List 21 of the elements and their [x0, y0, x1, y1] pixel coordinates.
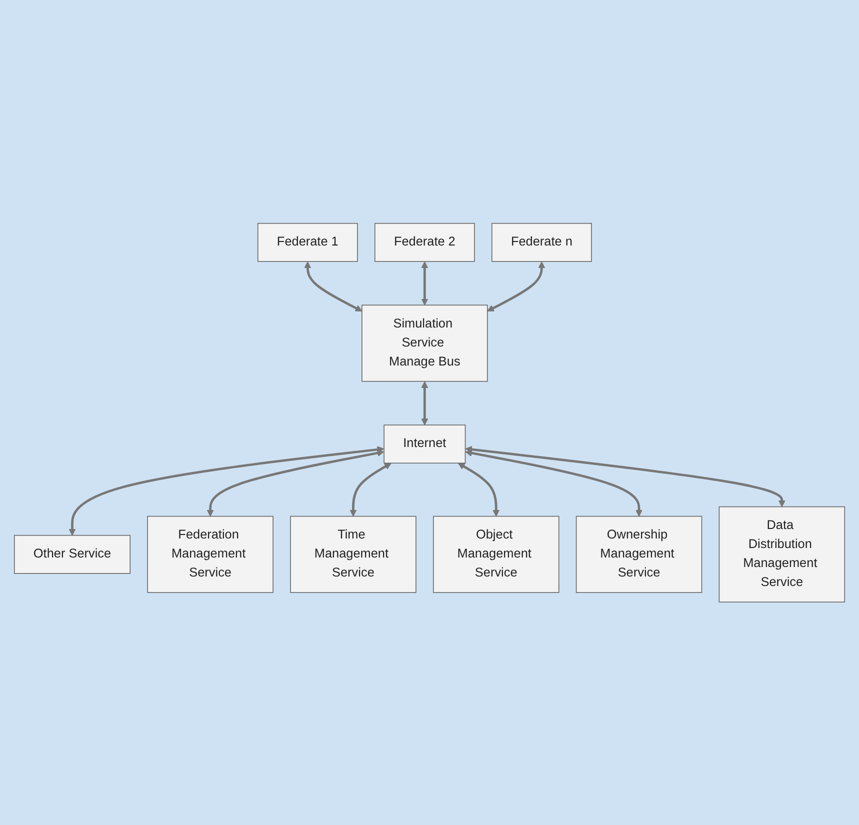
arrow	[206, 449, 384, 516]
node-box: Simulation Service Manage Bus	[362, 304, 488, 382]
arrow	[421, 381, 428, 426]
arrow	[487, 261, 546, 312]
node-box: Federate 1	[257, 222, 358, 262]
arrow	[304, 261, 362, 312]
node-box: Ownership Management Service	[576, 516, 702, 593]
arrow	[465, 449, 642, 516]
node-box: Other Service	[14, 534, 131, 574]
node-box: Object Management Service	[433, 516, 560, 593]
node-box: Time Management Service	[290, 516, 416, 593]
node-box: Federate n	[492, 222, 592, 262]
arrow	[421, 261, 428, 306]
arrow	[68, 446, 384, 536]
node-box: Federate 2	[374, 222, 475, 262]
node-box: Internet	[384, 424, 466, 464]
arrow	[465, 446, 786, 507]
arrow	[350, 462, 392, 516]
arrow	[458, 462, 500, 516]
node-box: Data Distribution Management Service	[718, 506, 846, 602]
node-box: Federation Management Service	[147, 516, 274, 593]
